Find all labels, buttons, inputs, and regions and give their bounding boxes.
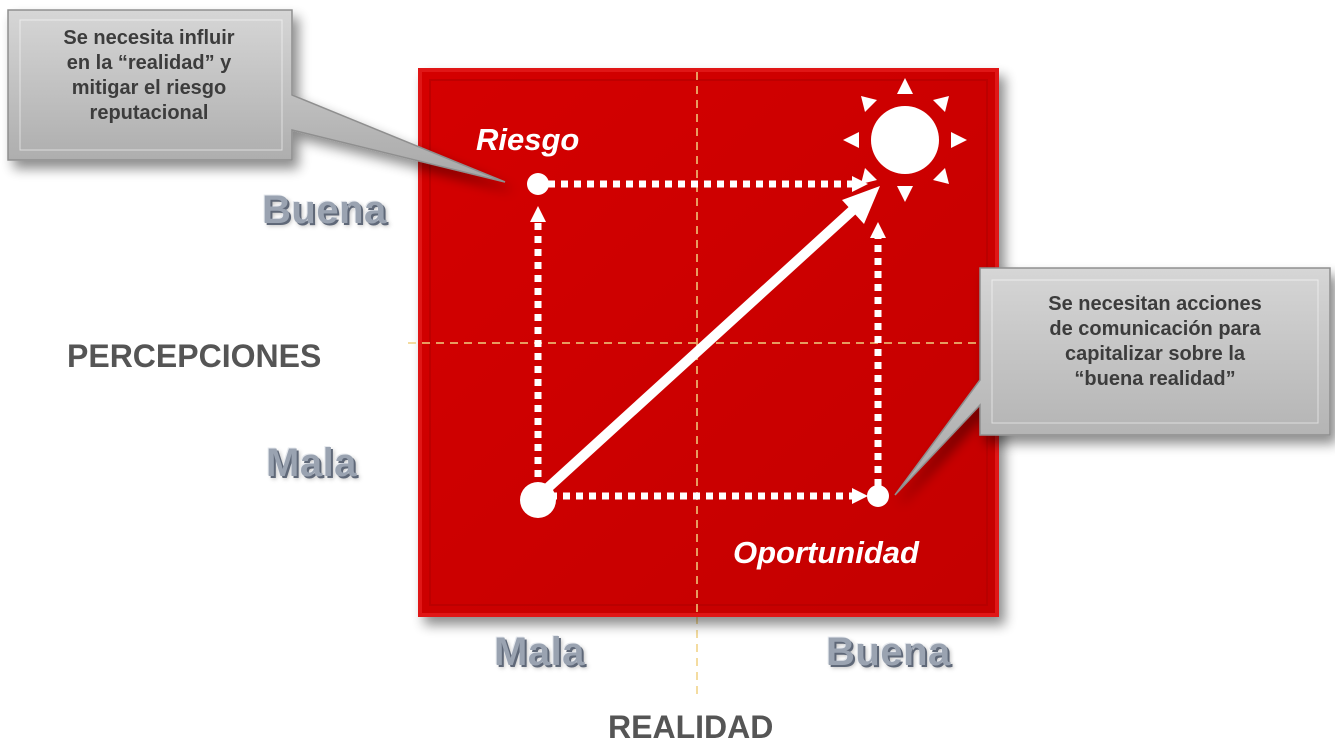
callout-oportunidad-text: Se necesitan acciones de comunicación pa… bbox=[1048, 293, 1262, 390]
callout-oportunidad-box bbox=[894, 267, 1331, 496]
quadrant-label-riesgo: Riesgo bbox=[476, 122, 580, 157]
point-oportunidad bbox=[867, 485, 889, 507]
diagonal-arrow-head bbox=[842, 186, 880, 224]
point-riesgo bbox=[527, 173, 549, 195]
dotted-arrow-up-head bbox=[530, 206, 546, 222]
x-axis-title: REALIDAD bbox=[608, 709, 774, 745]
x-axis-low-label: Mala bbox=[494, 630, 585, 674]
y-axis-low-label: Mala bbox=[266, 441, 357, 485]
diagonal-arrow bbox=[535, 203, 860, 500]
dotted-arrow-right-up-head bbox=[870, 222, 886, 238]
sun-icon bbox=[843, 78, 967, 202]
point-origin bbox=[520, 482, 556, 518]
y-axis-title: PERCEPCIONES bbox=[67, 338, 322, 374]
dotted-arrow-bottom-right-head bbox=[852, 488, 868, 504]
dotted-arrow-top-right-head bbox=[852, 176, 868, 192]
quadrant-label-oportunidad: Oportunidad bbox=[733, 535, 919, 570]
callout-riesgo-box bbox=[7, 9, 506, 183]
y-axis-high-label: Buena bbox=[262, 188, 387, 232]
x-axis-high-label: Buena bbox=[826, 630, 951, 674]
callout-riesgo-text: Se necesita influir en la “realidad” y m… bbox=[63, 27, 235, 124]
